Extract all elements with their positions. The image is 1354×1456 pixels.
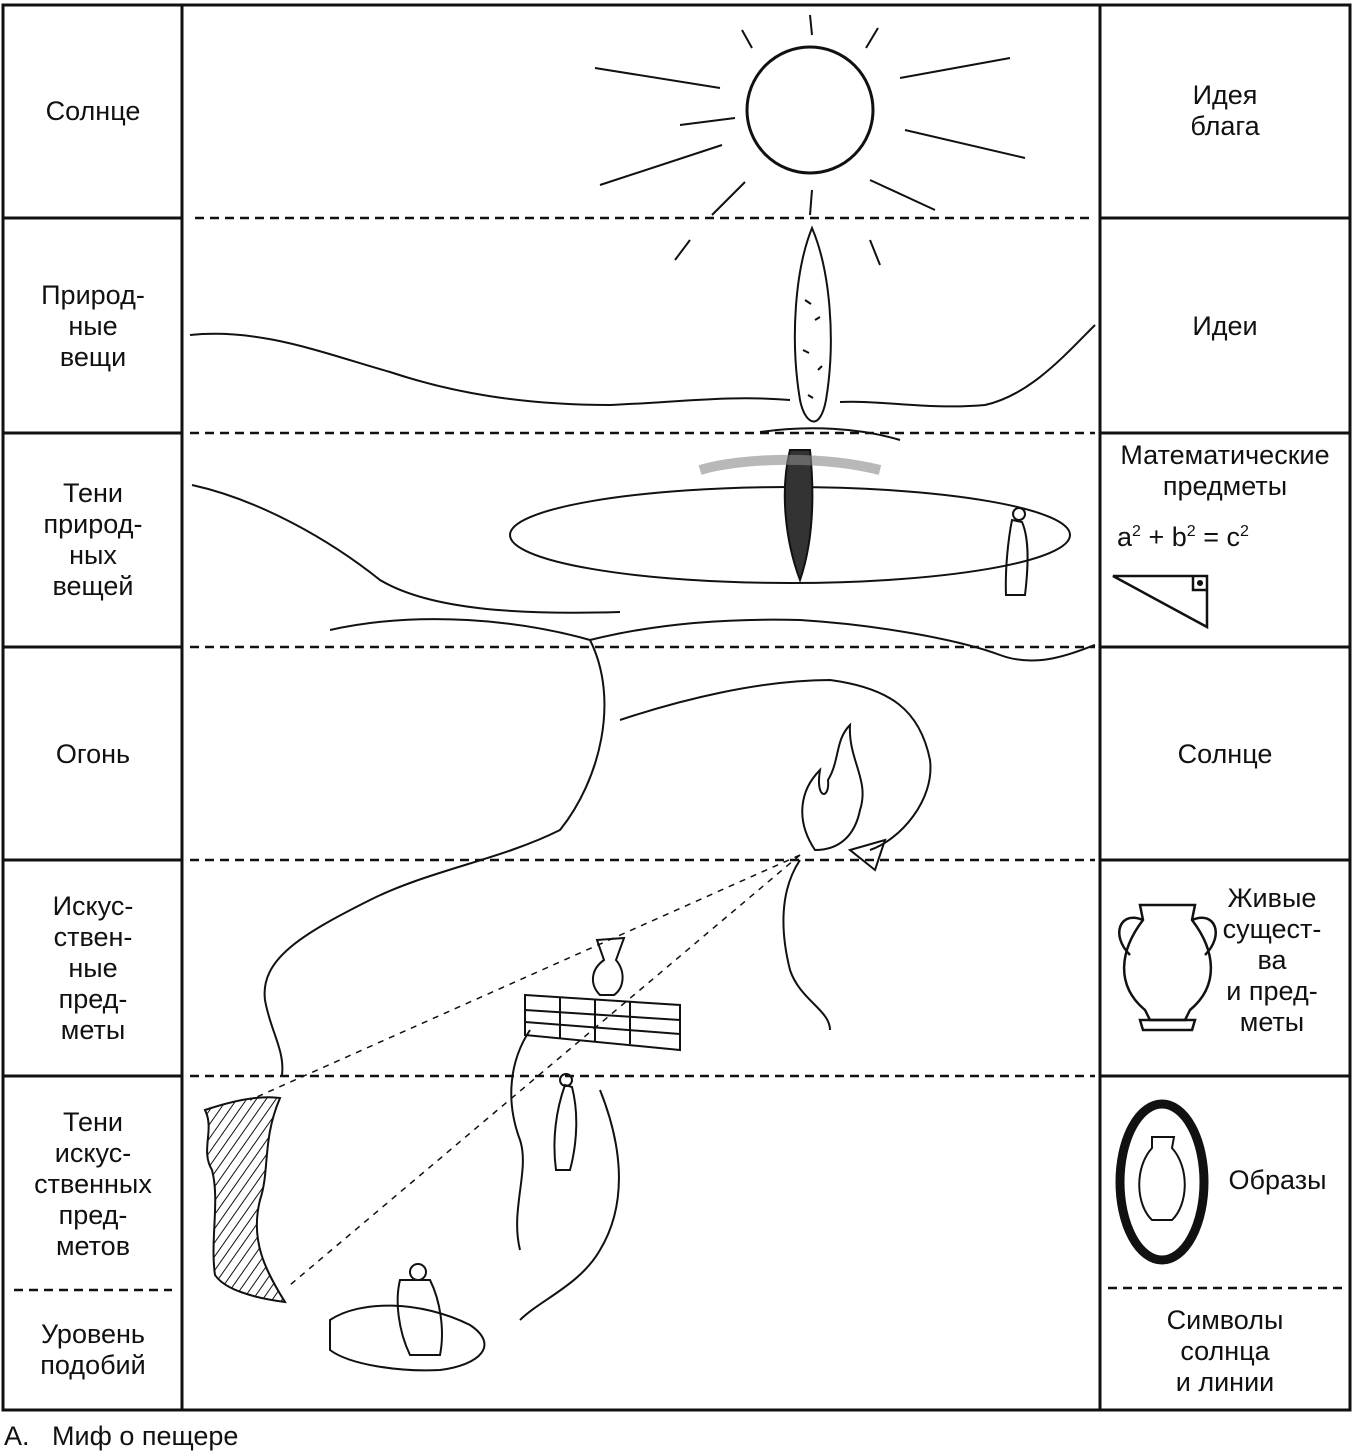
label-right-math-objects: Математические предметы bbox=[1120, 440, 1330, 501]
label-right-images: Образы bbox=[1228, 1164, 1327, 1195]
label-left-shadows-artificial: Тени искус- ственных пред- метов bbox=[34, 1106, 152, 1261]
label-right-symbols: Символы солнца и линии bbox=[1166, 1304, 1284, 1397]
caption-text: Миф о пещере bbox=[52, 1421, 239, 1451]
parapet-wall bbox=[524, 936, 681, 1052]
label-right-idea-of-good: Идея блага bbox=[1190, 80, 1260, 141]
dashed-level-lines bbox=[14, 216, 1342, 1292]
sun-icon bbox=[594, 14, 1026, 266]
label-left-natural-things: Природ- ные вещи bbox=[41, 279, 145, 372]
fire-icon bbox=[801, 722, 887, 872]
amphora-icon bbox=[1118, 903, 1217, 1032]
cave-walls bbox=[263, 618, 1096, 1372]
hills bbox=[189, 324, 1096, 441]
label-left-shadows-natural: Тени природ- ных вещей bbox=[43, 478, 143, 601]
projection-lines bbox=[249, 854, 801, 1286]
right-triangle-icon bbox=[1112, 574, 1209, 630]
label-left-sun: Солнце bbox=[45, 95, 141, 126]
label-right-living-things: Живые сущест- ва и пред- меты bbox=[1222, 882, 1322, 1037]
caption-letter: А. bbox=[4, 1421, 30, 1451]
label-left-artificial-objects: Искус- ствен- ные пред- меты bbox=[52, 890, 134, 1045]
cypress-tree bbox=[793, 225, 832, 423]
label-right-ideas: Идеи bbox=[1192, 310, 1258, 341]
pythagorean-formula: a2 + b2 = c2 bbox=[1117, 522, 1249, 552]
human-figures bbox=[396, 507, 1029, 1356]
table-grid bbox=[1, 3, 1352, 1412]
label-left-fire: Огонь bbox=[55, 738, 131, 769]
shadow-landscape bbox=[191, 449, 1071, 614]
oval-image-icon bbox=[1115, 1099, 1209, 1265]
wall-shadow bbox=[203, 1096, 287, 1304]
label-left-level-of-likeness: Уровень подобий bbox=[40, 1319, 146, 1380]
figure-caption: А. Миф о пещере bbox=[4, 1418, 238, 1454]
label-right-sun: Солнце bbox=[1177, 738, 1273, 769]
